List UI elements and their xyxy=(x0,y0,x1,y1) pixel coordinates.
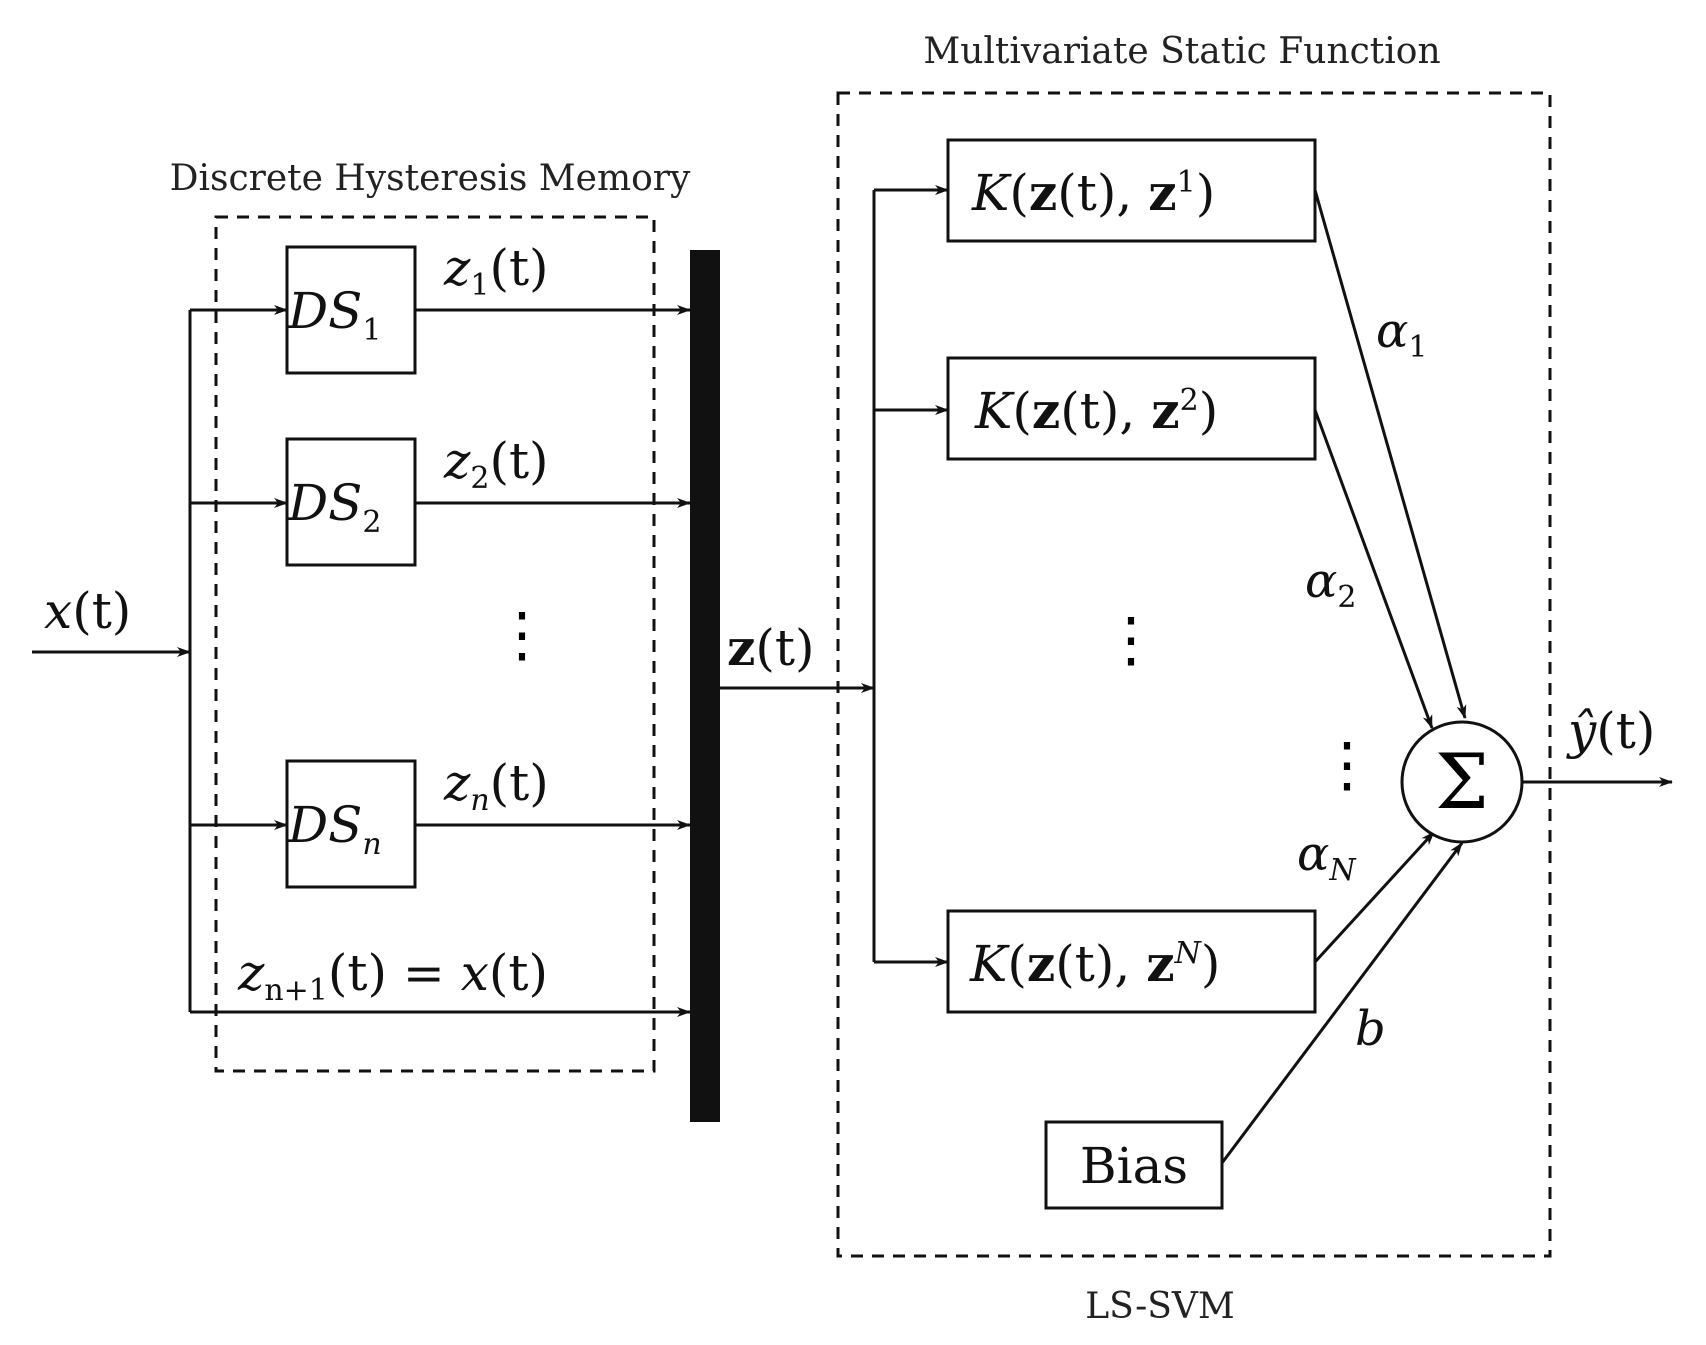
alpha-n-label: αN xyxy=(1297,826,1357,888)
ds-block-2: DS2 xyxy=(285,437,417,567)
kernel-block-n: K(z(t), zN) xyxy=(946,909,1317,1014)
static-function-box xyxy=(836,91,1552,1258)
bus-label: z(t) xyxy=(727,618,815,677)
svg-text:Bias: Bias xyxy=(1080,1137,1188,1195)
input-label: x(t) xyxy=(44,582,131,640)
bias-weight-label: b xyxy=(1355,1001,1386,1057)
bias-arrow xyxy=(1220,842,1464,1164)
svg-text:K(z(t), zN): K(z(t), zN) xyxy=(969,934,1220,993)
ds-block-n: DSn xyxy=(285,759,417,889)
memory-group-title: Discrete Hysteresis Memory xyxy=(170,158,691,199)
kernel-block-1: K(z(t), z1) xyxy=(946,138,1317,243)
ds-ellipsis: ⋮ xyxy=(492,600,552,670)
alpha-2-label: α2 xyxy=(1305,553,1357,615)
sum-node: Σ xyxy=(1400,720,1524,844)
bias-block: Bias xyxy=(1044,1120,1224,1210)
alpha-1-label: α1 xyxy=(1376,303,1428,365)
weight-1-arrow xyxy=(1313,189,1467,719)
svg-text:Σ: Σ xyxy=(1435,737,1489,826)
weight-2-arrow xyxy=(1313,409,1434,729)
weight-n-arrow xyxy=(1313,830,1436,964)
bus-bar xyxy=(690,250,720,1122)
kernel-block-2: K(z(t), z2) xyxy=(946,356,1317,461)
svg-text:DS1: DS1 xyxy=(287,282,381,348)
output-label: ŷ(t) xyxy=(1566,702,1655,760)
static-function-title: Multivariate Static Function xyxy=(923,31,1440,72)
z1-label: z1(t) xyxy=(443,239,549,303)
zn-label: zn(t) xyxy=(443,754,549,818)
svg-text:DSn: DSn xyxy=(287,796,382,862)
memory-group-box xyxy=(214,215,656,1073)
zn1-label: zn+1(t) = x(t) xyxy=(237,944,548,1008)
ls-svm-label: LS-SVM xyxy=(1085,1286,1235,1327)
z2-label: z2(t) xyxy=(443,432,549,496)
kernel-ellipsis: ⋮ xyxy=(1101,605,1161,675)
svg-text:K(z(t), z1): K(z(t), z1) xyxy=(971,163,1215,222)
weight-ellipsis: ⋮ xyxy=(1317,730,1377,800)
svg-text:DS2: DS2 xyxy=(287,474,381,540)
ds-block-1: DS1 xyxy=(285,245,417,375)
svg-text:K(z(t), z2): K(z(t), z2) xyxy=(974,381,1218,440)
